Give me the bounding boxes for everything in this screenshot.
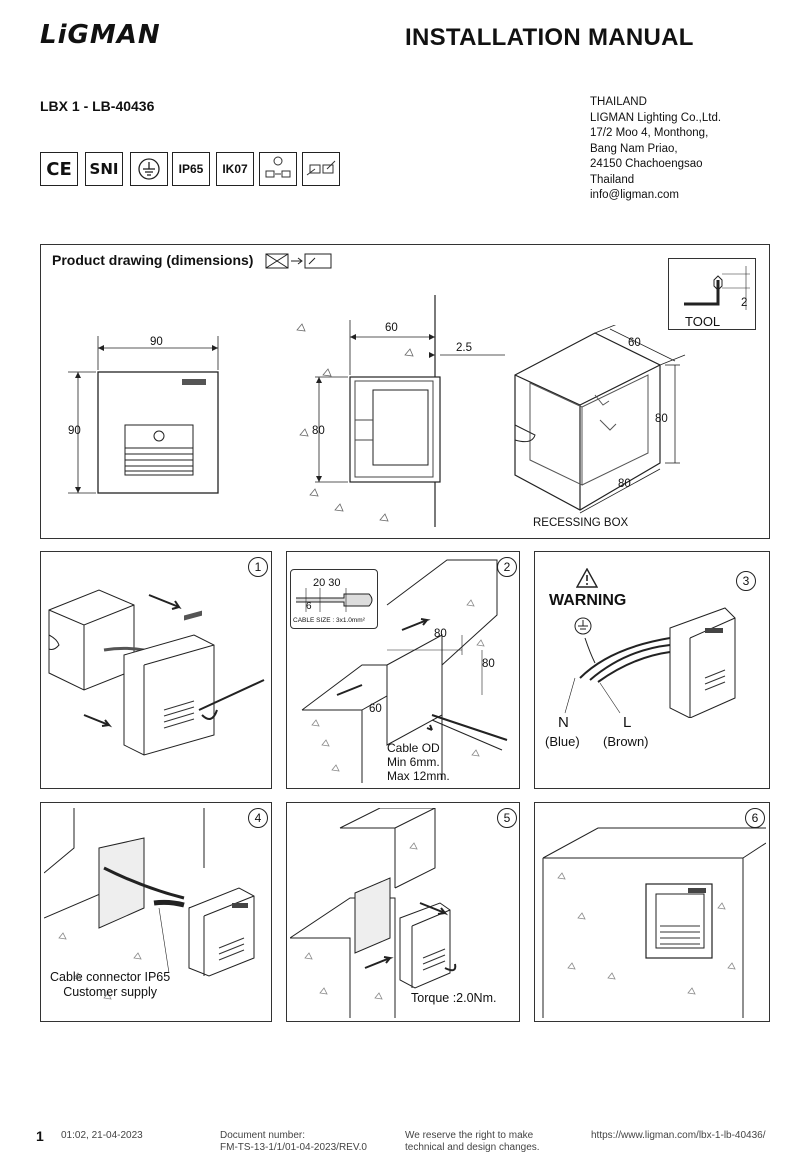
step-number: 5: [497, 808, 517, 828]
step-4-illustration: [44, 808, 255, 1000]
drawing-title: Product drawing (dimensions): [52, 252, 254, 268]
live-label: L: [623, 714, 632, 731]
step-1-illustration: [48, 589, 265, 756]
ce-mark-icon: CE: [40, 152, 78, 186]
step-3-panel: [534, 551, 770, 789]
tool-size: 2: [741, 297, 748, 309]
docnum-value: FM-TS-13-1/1/01-04-2023/REV.0: [220, 1142, 367, 1153]
step-4-panel: [40, 802, 272, 1022]
address-line: Bang Nam Priao,: [590, 142, 678, 155]
dim-60-depth: 60: [369, 703, 382, 715]
step-2-panel: [286, 551, 520, 789]
dim-box-depth: 60: [628, 337, 641, 349]
connector-note: Cable connector IP65 Customer supply: [50, 970, 170, 1000]
disclaimer-line: We reserve the right to make: [405, 1130, 534, 1141]
product-url[interactable]: https://www.ligman.com/lbx-1-lb-40436/: [591, 1130, 766, 1141]
recessing-box-label: RECESSING BOX: [533, 517, 629, 529]
connector-label: Cable connector IP65: [50, 970, 171, 984]
recessing-box-drawing: [514, 325, 686, 514]
cable-strip-dims: 20 30: [313, 577, 341, 589]
cable-size-label: CABLE SIZE : 3x1.0mm²: [293, 617, 365, 624]
wiring-icon: [302, 152, 340, 186]
email-link[interactable]: info@ligman.com: [590, 189, 680, 201]
address-line: 24150 Chachoengsao: [590, 158, 703, 170]
cable-od-label: Cable OD: [387, 741, 440, 755]
page-number: 1: [36, 1128, 44, 1144]
step-5-illustration: [290, 808, 457, 1018]
dim-front-width: 90: [150, 336, 163, 348]
brand-logo: LiGMAN: [40, 20, 161, 50]
product-drawing-panel: [40, 244, 770, 539]
warning-label: WARNING: [549, 592, 627, 609]
neutral-label: N: [558, 714, 569, 731]
address-line: 17/2 Moo 4, Monthong,: [590, 127, 709, 139]
cable-strip-icon: [296, 588, 373, 612]
address-line: THAILAND: [590, 96, 647, 108]
dim-side-depth: 60: [385, 322, 398, 334]
company-address: THAILAND LIGMAN Lighting Co.,Ltd. 17/2 M…: [590, 95, 721, 204]
hex-key-icon: [684, 266, 750, 310]
disclaimer-line: technical and design changes.: [405, 1142, 540, 1153]
step-3-illustration: [564, 607, 736, 718]
ik07-badge: IK07: [216, 152, 254, 186]
address-line: Thailand: [590, 173, 635, 186]
side-view-drawing: [296, 295, 505, 527]
disclaimer: We reserve the right to make technical a…: [405, 1130, 540, 1154]
step-1-panel: [40, 551, 272, 789]
page-title: INSTALLATION MANUAL: [405, 24, 694, 51]
live-color: (Brown): [603, 734, 649, 749]
address-line: LIGMAN Lighting Co.,Ltd.: [590, 111, 722, 124]
dim-80-width: 80: [434, 628, 447, 640]
cable-od-min: Min 6mm.: [387, 755, 440, 769]
print-date: 01:02, 21-04-2023: [61, 1130, 143, 1141]
connection-icon: [259, 152, 297, 186]
warning-icon: [576, 568, 598, 588]
dim-box-width: 80: [618, 478, 631, 490]
product-name: LBX 1 - LB-40436: [40, 98, 155, 114]
step-6-panel: [534, 802, 770, 1022]
scale-icon: [265, 253, 332, 269]
dim-box-height: 80: [655, 413, 668, 425]
dim-side-height: 80: [312, 425, 325, 437]
cable-strip-dim: 6: [306, 601, 312, 612]
step-number: 4: [248, 808, 268, 828]
earth-ground-icon: [130, 152, 168, 186]
dim-80-height: 80: [482, 658, 495, 670]
tool-box: [668, 258, 756, 330]
torque-note: Torque :2.0Nm.: [411, 991, 497, 1005]
ip65-badge: IP65: [172, 152, 210, 186]
step-number: 3: [736, 571, 756, 591]
step-6-illustration: [542, 827, 766, 1018]
docnum-label: Document number:: [220, 1130, 306, 1141]
cable-od-note: Cable OD Min 6mm. Max 12mm.: [387, 741, 450, 783]
dim-side-offset: 2.5: [456, 342, 472, 354]
neutral-color: (Blue): [545, 734, 580, 749]
dim-front-height: 90: [68, 425, 81, 437]
step-5-panel: [286, 802, 520, 1022]
cable-detail-box: [290, 569, 378, 629]
tool-label: TOOL: [685, 314, 721, 329]
step-number: 1: [248, 557, 268, 577]
step-2-illustration: [301, 559, 508, 783]
cable-od-max: Max 12mm.: [387, 769, 450, 783]
connector-supply: Customer supply: [63, 985, 157, 999]
sni-mark-icon: SNI: [85, 152, 123, 186]
document-number: Document number: FM-TS-13-1/1/01-04-2023…: [220, 1130, 367, 1154]
front-view-drawing: [68, 336, 219, 494]
